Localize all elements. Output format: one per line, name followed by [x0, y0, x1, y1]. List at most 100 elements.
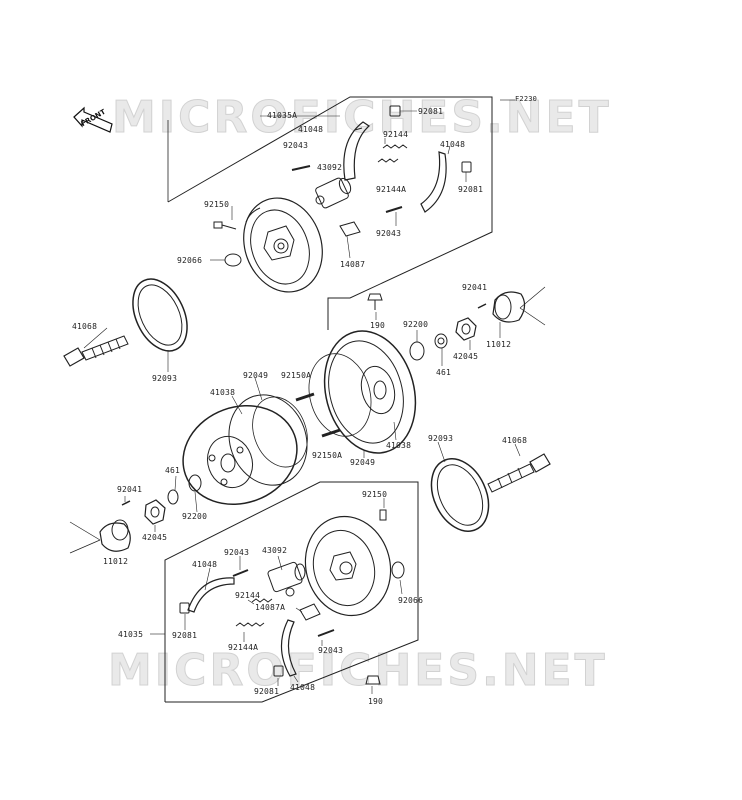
clip-92081-right	[461, 161, 472, 173]
part-label-41068: 41068	[72, 322, 98, 331]
part-label-92144A: 92144A	[228, 643, 259, 652]
bolt-92150-upper	[213, 221, 237, 230]
spring-92144-upper	[382, 144, 408, 149]
lower-assembly-frame	[164, 481, 419, 703]
part-label-92066: 92066	[398, 596, 424, 605]
upper-assembly-frame	[167, 96, 493, 328]
part-label-92093: 92093	[428, 434, 454, 443]
part-label-92066: 92066	[177, 256, 203, 265]
part-label-92150A: 92150A	[281, 371, 312, 380]
lower-wheel-cylinder	[267, 561, 306, 597]
washer-461-upper	[434, 333, 448, 349]
clip-92081-lower-bottom	[273, 665, 284, 677]
reference-code: F2230	[515, 95, 538, 103]
plug-92066-lower	[391, 561, 405, 579]
lower-brake-shoe-bottom	[280, 619, 297, 677]
clip-92081-top	[389, 105, 401, 117]
plug-92066-upper	[224, 253, 242, 267]
bracket-14087	[339, 221, 361, 237]
seal-ring-92093-lower	[430, 458, 490, 532]
part-label-92150: 92150	[362, 490, 388, 499]
washer-461-lower	[167, 489, 179, 505]
bolt-92150-lower	[379, 509, 387, 521]
part-label-41038: 41038	[386, 441, 412, 450]
cotter-pin-92041-lower	[121, 500, 131, 506]
part-label-92150A: 92150A	[312, 451, 343, 460]
part-label-41048: 41048	[192, 560, 218, 569]
washer-92200-upper	[409, 341, 425, 361]
upper-brake-shoe-right	[420, 151, 447, 213]
part-label-43092: 43092	[317, 163, 343, 172]
part-label-190: 190	[370, 321, 386, 330]
front-arrow-icon	[73, 106, 113, 133]
nut-42045-upper	[455, 317, 477, 341]
part-label-41035A: 41035A	[267, 111, 298, 120]
part-label-92043: 92043	[318, 646, 344, 655]
pin-92043-c	[232, 569, 249, 577]
cap-11012-lower	[99, 519, 131, 552]
wheel-41038-left	[182, 394, 308, 506]
part-label-92200: 92200	[182, 512, 208, 521]
part-label-41068: 41068	[502, 436, 528, 445]
clip-92081-lower-left	[179, 602, 190, 614]
pin-92043-a	[291, 165, 311, 171]
part-label-92200: 92200	[403, 320, 429, 329]
part-label-43092: 43092	[262, 546, 288, 555]
part-label-92043: 92043	[224, 548, 250, 557]
part-label-92144: 92144	[235, 591, 261, 600]
part-label-92043: 92043	[376, 229, 402, 238]
part-label-42045: 42045	[142, 533, 168, 542]
pin-92043-d	[317, 629, 335, 637]
part-label-92049: 92049	[243, 371, 269, 380]
part-label-92150: 92150	[204, 200, 230, 209]
cotter-pin-92041-upper	[477, 303, 487, 309]
part-label-92144: 92144	[383, 130, 409, 139]
bracket-14087A	[299, 603, 321, 621]
pin-92043-b	[385, 206, 403, 213]
part-label-92081: 92081	[458, 185, 484, 194]
o-ring-92049-left	[252, 396, 308, 468]
cap-11012-upper	[492, 291, 526, 323]
part-label-41048: 41048	[290, 683, 316, 692]
part-label-11012: 11012	[486, 340, 512, 349]
leader-lines	[83, 99, 521, 694]
part-label-92081: 92081	[254, 687, 280, 696]
lower-brake-panel	[304, 515, 392, 617]
part-label-42045: 42045	[453, 352, 479, 361]
part-label-41048: 41048	[440, 140, 466, 149]
watermark-bottom: MICROFICHES.NET	[108, 645, 608, 697]
part-label-92043: 92043	[283, 141, 309, 150]
upper-brake-panel	[243, 197, 323, 293]
part-label-92041: 92041	[117, 485, 143, 494]
spring-92144-lower	[251, 598, 273, 603]
spring-92144A-upper	[377, 158, 399, 163]
bolt-190-lower	[365, 675, 381, 685]
part-label-11012: 11012	[103, 557, 129, 566]
axle-41068-right	[487, 453, 551, 493]
part-label-92041: 92041	[462, 283, 488, 292]
upper-wheel-cylinder	[315, 177, 352, 209]
part-label-92081: 92081	[418, 107, 444, 116]
seal-ring-92093-upper	[132, 278, 188, 352]
watermark-top: MICROFICHES.NET	[112, 92, 612, 144]
part-label-14087: 14087	[340, 260, 366, 269]
spring-92144A-lower	[235, 622, 265, 627]
upper-brake-shoe-left	[343, 121, 370, 181]
part-label-41048: 41048	[298, 125, 324, 134]
part-label-92081: 92081	[172, 631, 198, 640]
bolt-190-upper	[367, 293, 383, 310]
part-label-92049: 92049	[350, 458, 376, 467]
part-label-41035: 41035	[118, 630, 144, 639]
lower-brake-shoe-top	[187, 577, 235, 613]
part-label-92093: 92093	[152, 374, 178, 383]
bolt-92150A-lower	[321, 428, 341, 438]
washer-92200-lower	[188, 474, 202, 492]
axle-41068-left	[63, 335, 129, 367]
part-label-92144A: 92144A	[376, 185, 407, 194]
part-label-461: 461	[436, 368, 452, 377]
part-label-41038: 41038	[210, 388, 236, 397]
o-ring-92049-right	[308, 353, 372, 437]
wheel-41038-right	[323, 330, 417, 454]
